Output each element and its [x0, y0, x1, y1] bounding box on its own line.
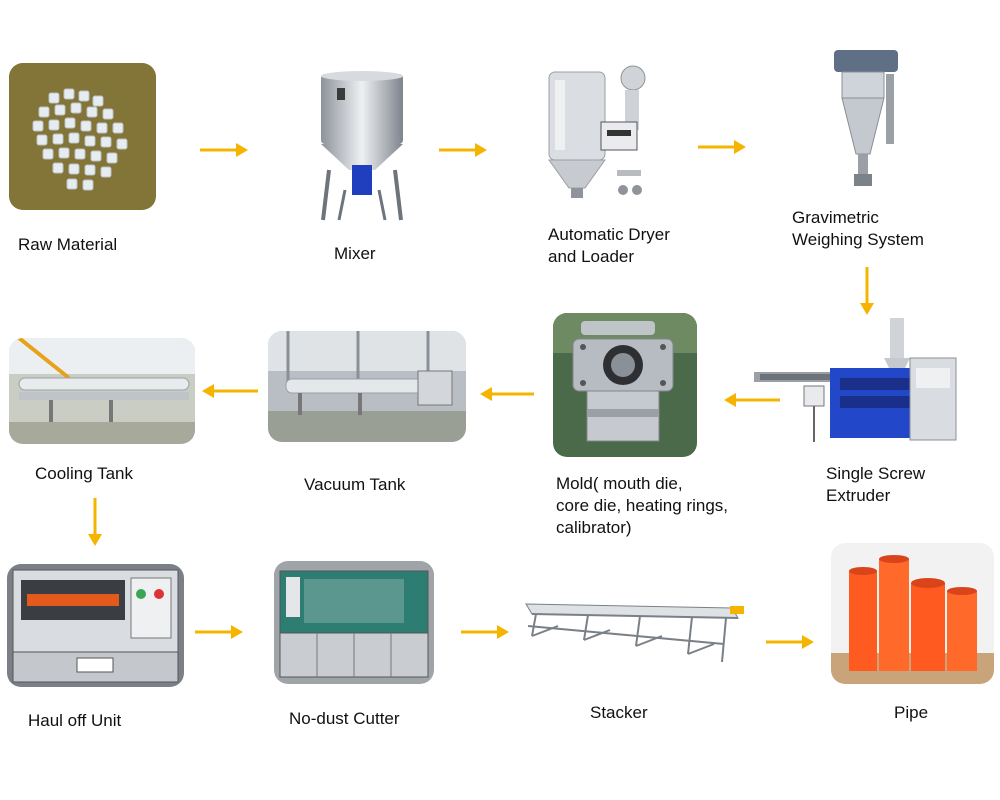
arrow-down-icon	[857, 265, 877, 317]
cutter-label: No-dust Cutter	[289, 709, 400, 728]
gravimetric-label-line1: Gravimetric	[792, 208, 879, 227]
mold-label-line2: core die, heating rings,	[556, 496, 728, 515]
gravimetric-label-line2: Weighing System	[792, 230, 924, 249]
extruder-label-line1: Single Screw	[826, 464, 926, 483]
arrow-down-icon	[85, 496, 105, 548]
arrow-left-icon	[722, 390, 782, 410]
arrow-left-icon	[200, 381, 260, 401]
dryer-label-line1: Automatic Dryer	[548, 225, 670, 244]
haul-off-image	[7, 564, 184, 687]
mixer-label: Mixer	[334, 244, 376, 263]
mixer-image	[315, 70, 410, 225]
vacuum-tank-label: Vacuum Tank	[304, 475, 406, 494]
extruder-label-line2: Extruder	[826, 486, 891, 505]
pipe-image	[831, 543, 994, 684]
mold-label-line1: Mold( mouth die,	[556, 474, 683, 493]
vacuum-tank-image	[268, 331, 466, 442]
cooling-tank-image	[9, 338, 195, 444]
dryer-label-line2: and Loader	[548, 247, 635, 266]
arrow-right-icon	[459, 622, 511, 642]
gravimetric-image	[830, 44, 902, 194]
arrow-left-icon	[478, 384, 536, 404]
arrow-right-icon	[193, 622, 245, 642]
cutter-image	[274, 561, 434, 684]
raw-material-label: Raw Material	[18, 235, 118, 254]
arrow-right-icon	[764, 632, 816, 652]
arrow-right-icon	[437, 140, 489, 160]
arrow-right-icon	[696, 137, 748, 157]
raw-material-image	[9, 63, 156, 210]
dryer-loader-image	[537, 60, 657, 210]
mold-label-line3: calibrator)	[556, 518, 632, 537]
haul-off-label: Haul off Unit	[28, 711, 122, 730]
arrow-right-icon	[198, 140, 250, 160]
stacker-image	[518, 596, 746, 676]
pipe-label: Pipe	[894, 703, 929, 722]
stacker-label: Stacker	[590, 703, 648, 722]
extruder-image	[750, 318, 960, 448]
mold-image	[553, 313, 697, 457]
cooling-tank-label: Cooling Tank	[35, 464, 133, 483]
